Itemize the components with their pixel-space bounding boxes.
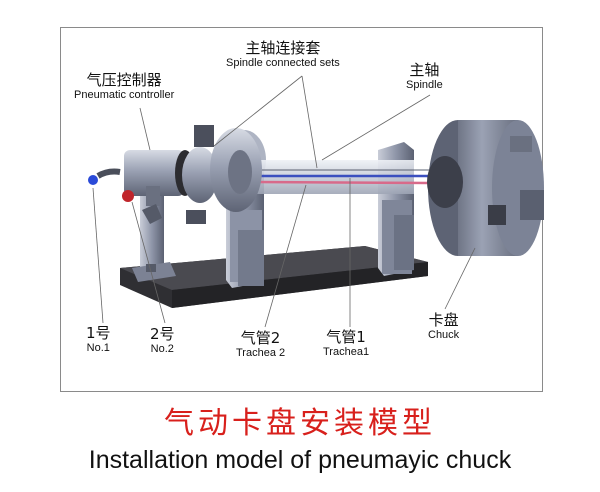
label-en: Spindle connected sets: [226, 56, 340, 69]
label-pneumatic-controller: 气压控制器 Pneumatic controller: [74, 72, 174, 101]
label-spindle: 主轴 Spindle: [406, 62, 443, 91]
title-chinese: 气动卡盘安装模型: [164, 406, 436, 441]
label-en: Spindle: [406, 78, 443, 91]
label-no1: 1号 No.1: [86, 325, 111, 354]
label-en: Pneumatic controller: [74, 88, 175, 101]
title-english: Installation model of pneumayic chuck: [88, 446, 512, 474]
pneumatic-controller: [88, 125, 218, 224]
label-zh: 气压控制器: [86, 71, 162, 89]
leader-lines: [92, 75, 476, 328]
label-en: Trachea 2: [236, 346, 286, 359]
label-no2: 2号 No.2: [150, 326, 175, 355]
label-zh: 卡盘: [428, 311, 459, 329]
chuck: [427, 120, 544, 256]
label-zh: 1号: [86, 324, 111, 342]
label-trachea2: 气管2 Trachea 2: [236, 330, 285, 359]
label-spindle-connected-sets: 主轴连接套 Spindle connected sets: [226, 40, 340, 69]
label-en: No.2: [150, 342, 174, 355]
label-zh: 2号: [150, 325, 175, 343]
label-chuck: 卡盘 Chuck: [428, 312, 459, 341]
spindle-connected-set: [210, 128, 262, 212]
label-en: Chuck: [428, 328, 460, 341]
base-plate: [120, 246, 428, 308]
label-zh: 主轴连接套: [245, 39, 321, 57]
label-zh: 主轴: [409, 61, 440, 79]
spindle-tube: [243, 160, 431, 194]
label-en: Trachea1: [323, 345, 370, 358]
label-zh: 气管1: [326, 328, 366, 346]
label-zh: 气管2: [240, 329, 281, 347]
label-trachea1: 气管1 Trachea1: [323, 329, 369, 358]
label-en: No.1: [86, 341, 110, 354]
